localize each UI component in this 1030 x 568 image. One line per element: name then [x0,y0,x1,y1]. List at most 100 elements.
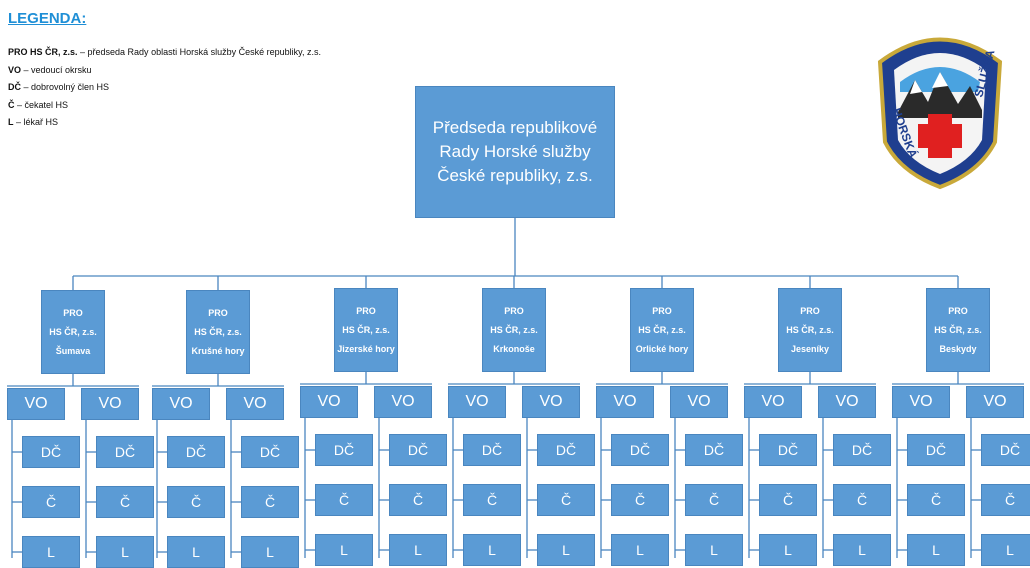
legend-title: LEGENDA: [8,10,87,27]
dc-box: DČ [981,434,1030,466]
legend-abbr: DČ [8,82,21,92]
vo-box: VO [744,386,802,418]
dc-box-label: DČ [999,442,1021,458]
l-box: L [685,534,743,566]
l-box: L [389,534,447,566]
c-box: Č [833,484,891,516]
l-box-label: L [121,544,129,560]
region-name: Orlické hory [635,343,689,354]
c-box-label: Č [486,492,498,508]
vo-box: VO [7,388,65,420]
dc-box-label: DČ [703,442,725,458]
region-name: Krkonoše [493,343,535,354]
region-name: Beskydy [939,343,977,354]
c-box: Č [463,484,521,516]
c-box-label: Č [412,492,424,508]
legend-desc: – lékař HS [13,117,59,127]
l-box-label: L [562,542,570,558]
vo-box-label: VO [687,393,711,410]
c-box-label: Č [45,494,57,510]
dc-box-label: DČ [851,442,873,458]
dc-box-label: DČ [259,444,281,460]
c-box-label: Č [782,492,794,508]
dc-box-label: DČ [40,444,62,460]
vo-box-label: VO [391,393,415,410]
region-line2: HS ČR, z.s. [490,324,538,335]
vo-box: VO [596,386,654,418]
dc-box: DČ [907,434,965,466]
dc-box: DČ [611,434,669,466]
dc-box: DČ [167,436,225,468]
l-box-label: L [710,542,718,558]
c-box: Č [315,484,373,516]
c-box-label: Č [856,492,868,508]
dc-box: DČ [22,436,80,468]
legend-item: DČ – dobrovolný člen HS [8,79,321,97]
dc-box: DČ [759,434,817,466]
region-line2: HS ČR, z.s. [49,326,97,337]
c-box: Č [611,484,669,516]
dc-box-label: DČ [555,442,577,458]
c-box: Č [685,484,743,516]
region-name: Jizerské hory [337,343,395,354]
l-box: L [611,534,669,566]
region-line1: PRO [800,305,820,316]
legend-item: VO – vedoucí okrsku [8,62,321,80]
legend-abbr: Č [8,99,15,110]
c-box-label: Č [338,492,350,508]
l-box-label: L [858,542,866,558]
vo-box: VO [892,386,950,418]
legend-list: PRO HS ČR, z.s. – předseda Rady oblasti … [8,44,321,132]
region-line2: HS ČR, z.s. [342,324,390,335]
region-line1: PRO [63,307,83,318]
dc-box: DČ [241,436,299,468]
region-line2: HS ČR, z.s. [638,324,686,335]
c-box: Č [241,486,299,518]
legend-desc: – vedoucí okrsku [21,64,92,75]
c-box: Č [759,484,817,516]
c-box-label: Č [930,492,942,508]
l-box-label: L [784,542,792,558]
c-box: Č [537,484,595,516]
region-line1: PRO [948,305,968,316]
c-box: Č [981,484,1030,516]
chairman-box: Předseda republikové Rady Horské služby … [415,86,615,218]
l-box-label: L [414,542,422,558]
dc-box-label: DČ [629,442,651,458]
region-box: PRO HS ČR, z.s. Šumava [41,290,105,374]
vo-box: VO [152,388,210,420]
vo-box-label: VO [761,393,785,410]
region-name: Šumava [55,345,91,356]
region-name: Jeseníky [790,343,830,354]
l-box-label: L [636,542,644,558]
legend-item: L – lékař HS [8,114,321,132]
l-box: L [463,534,521,566]
l-box: L [833,534,891,566]
chairman-line: Rady Horské služby [439,142,591,161]
vo-box-label: VO [539,393,563,410]
l-box: L [981,534,1030,566]
c-box: Č [22,486,80,518]
vo-box-label: VO [465,393,489,410]
legend-desc: – čekatel HS [14,99,69,110]
legend-item: Č – čekatel HS [8,97,321,115]
vo-box: VO [818,386,876,418]
c-box: Č [96,486,154,518]
legend-abbr: VO [8,64,22,75]
c-box-label: Č [708,492,720,508]
c-box-label: Č [1004,492,1016,508]
dc-box-label: DČ [407,442,429,458]
legend-item: PRO HS ČR, z.s. – předseda Rady oblasti … [8,44,321,62]
region-line1: PRO [652,305,672,316]
c-box-label: Č [190,494,202,510]
vo-box-label: VO [835,393,859,410]
vo-box-label: VO [317,393,341,410]
region-box: PRO HS ČR, z.s. Orlické hory [630,288,694,372]
vo-box: VO [81,388,139,420]
region-line1: PRO [504,305,524,316]
l-box-label: L [488,542,496,558]
dc-box: DČ [463,434,521,466]
